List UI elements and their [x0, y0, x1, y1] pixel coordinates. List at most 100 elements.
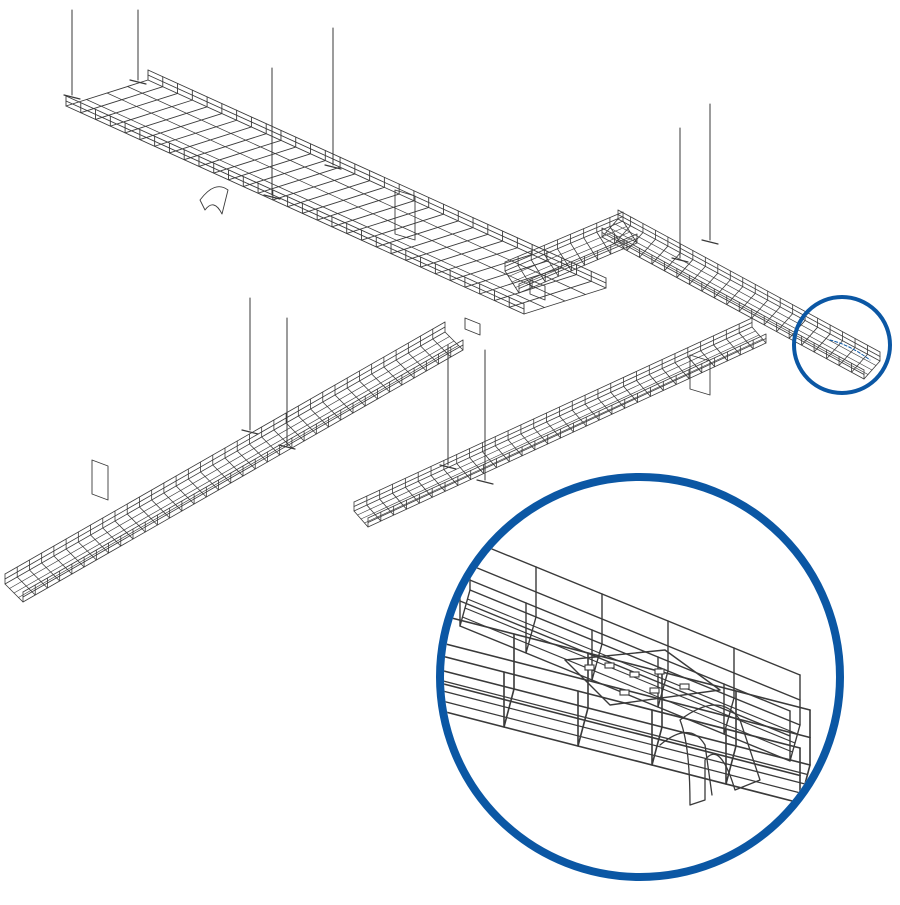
- cross-wire: [636, 371, 651, 397]
- cross-wire: [301, 176, 385, 214]
- cross-wire: [236, 440, 256, 470]
- cross-wire: [371, 363, 391, 393]
- longitudinal-wire: [444, 669, 811, 766]
- cross-wire: [597, 388, 613, 415]
- cross-wire: [570, 233, 585, 266]
- cable-bundle: [679, 704, 761, 806]
- cross-wire: [801, 317, 819, 346]
- floor-wire: [106, 92, 566, 302]
- cross-wire: [614, 216, 631, 245]
- cross-wire: [481, 442, 497, 469]
- plate-slot: [679, 683, 690, 690]
- cross-wire: [577, 652, 589, 747]
- cross-wire: [776, 304, 794, 333]
- floor-wire: [444, 697, 804, 795]
- cross-wire: [249, 433, 268, 463]
- longitudinal-wire: [367, 333, 767, 519]
- cross-wire: [596, 222, 612, 255]
- cable-bundle: [199, 186, 229, 215]
- cross-wire: [272, 163, 356, 201]
- longitudinal-wire: [444, 652, 801, 749]
- cross-wire: [53, 545, 73, 575]
- floor-wire: [511, 231, 631, 283]
- cross-wire: [851, 344, 868, 373]
- cross-wire: [623, 376, 639, 403]
- cross-wire: [700, 341, 716, 368]
- cross-wire: [420, 230, 504, 268]
- cross-wire: [316, 183, 400, 221]
- hanger-clamp: [278, 444, 296, 450]
- longitudinal-wire: [444, 679, 801, 777]
- plate-slot: [629, 671, 640, 678]
- longitudinal-wire: [147, 79, 607, 289]
- longitudinal-wire: [147, 69, 607, 279]
- cross-wire: [639, 229, 656, 258]
- cross-wire: [789, 674, 801, 762]
- cross-wire: [530, 250, 546, 283]
- cross-wire: [571, 400, 587, 427]
- cross-wire: [90, 524, 109, 554]
- floor-wire: [613, 223, 877, 366]
- cross-wire: [713, 270, 731, 299]
- longitudinal-wire: [601, 227, 865, 371]
- cross-wire: [297, 405, 317, 435]
- cross-wire: [183, 123, 267, 161]
- cross-wire: [725, 329, 741, 356]
- hanger-clamp: [701, 239, 719, 245]
- mounting-bracket: [464, 317, 481, 336]
- cross-wire: [273, 419, 293, 449]
- cross-wire: [151, 489, 171, 519]
- floor-wire: [605, 232, 869, 375]
- cross-wire: [726, 277, 744, 306]
- cross-wire: [661, 359, 677, 385]
- cross-wire: [187, 468, 207, 498]
- cross-wire: [557, 239, 572, 272]
- cross-wire: [533, 418, 549, 445]
- cross-wire: [751, 317, 767, 344]
- floor-wire: [609, 227, 873, 371]
- cross-wire: [610, 382, 626, 409]
- cross-wire: [41, 552, 61, 582]
- cross-wire: [494, 264, 577, 302]
- cross-wire: [687, 347, 703, 374]
- tray-section: [444, 614, 811, 804]
- cross-wire: [242, 150, 326, 187]
- cross-wire: [228, 143, 311, 181]
- cross-wire: [124, 96, 208, 134]
- cross-wire: [109, 89, 193, 127]
- longitudinal-wire: [367, 338, 767, 523]
- cross-wire: [310, 398, 329, 428]
- floor-wire: [357, 330, 756, 516]
- cross-wire: [420, 335, 439, 365]
- longitudinal-wire: [518, 242, 638, 294]
- hanger-clamp: [324, 164, 342, 170]
- callout-circle-small: [792, 295, 892, 395]
- longitudinal-wire: [147, 74, 607, 284]
- floor-wire: [364, 338, 763, 524]
- cross-wire: [361, 203, 444, 241]
- cross-wire: [464, 250, 548, 288]
- cross-wire: [738, 323, 754, 350]
- longitudinal-wire: [459, 600, 791, 737]
- cross-wire: [517, 256, 533, 288]
- longitudinal-wire: [353, 317, 753, 503]
- longitudinal-wire: [65, 105, 525, 315]
- longitudinal-wire: [504, 211, 624, 263]
- cross-wire: [334, 384, 354, 414]
- cross-wire: [738, 283, 756, 312]
- cross-wire: [434, 237, 518, 275]
- cross-wire: [826, 331, 843, 360]
- tray-section: [4, 321, 464, 603]
- cross-wire: [651, 236, 669, 265]
- tray-section: [65, 69, 607, 315]
- cross-wire: [359, 370, 378, 400]
- cross-wire: [353, 501, 369, 528]
- longitudinal-wire: [469, 539, 801, 676]
- hanger-clamp: [129, 79, 147, 85]
- longitudinal-wire: [518, 233, 638, 285]
- cross-wire: [261, 426, 281, 456]
- cross-wire: [520, 424, 536, 451]
- mounting-bracket: [91, 459, 109, 501]
- longitudinal-wire: [65, 95, 525, 305]
